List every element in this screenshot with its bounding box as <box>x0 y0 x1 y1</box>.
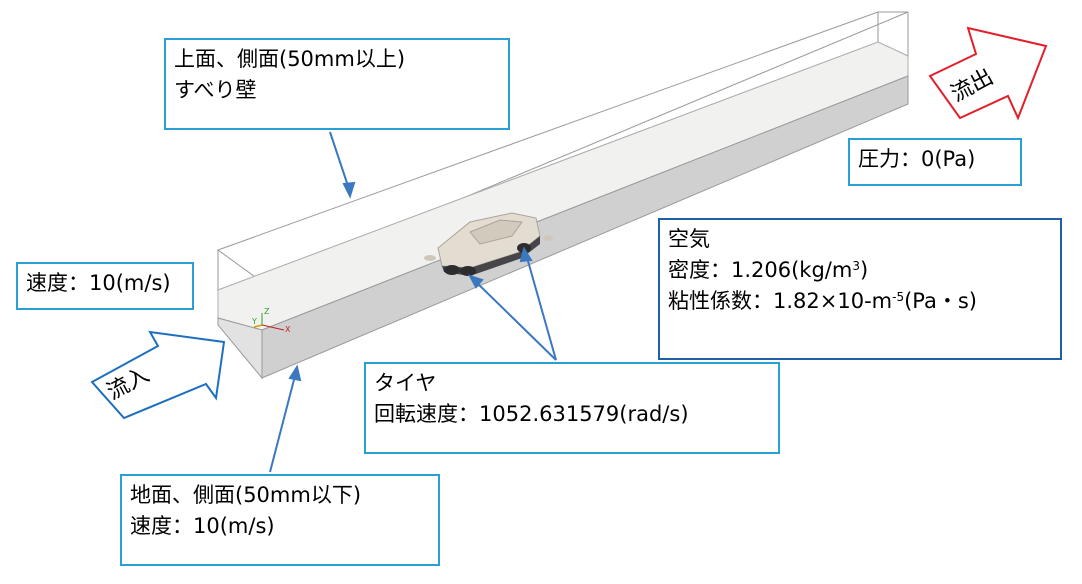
axis-z-label: Z <box>264 307 270 316</box>
outlet-pressure-callout: 圧力：0(Pa) <box>848 138 1022 186</box>
axis-x-label: X <box>285 325 291 334</box>
tire-front-right <box>460 266 476 276</box>
air-properties-callout: 空気 密度：1.206(kg/m3) 粘性係数：1.82×10-m-5(Pa・s… <box>658 218 1062 360</box>
tire-callout: タイヤ 回転速度：1052.631579(rad/s) <box>364 362 780 454</box>
inflow-arrow: 流入 <box>90 330 226 420</box>
ground-side-wall-callout: 地面、側面(50mm以下) 速度：10(m/s) <box>120 474 440 566</box>
tire-front-left <box>444 265 460 275</box>
inlet-velocity-text: 速度：10(m/s) <box>26 271 171 295</box>
axis-y-label: Y <box>251 317 257 326</box>
car-model <box>424 212 553 276</box>
axes-indicator: Z Y X <box>251 307 291 334</box>
air-viscosity: 粘性係数：1.82×10-m-5(Pa・s) <box>668 289 977 313</box>
leader-lines <box>269 131 557 473</box>
tire-title: タイヤ <box>374 371 437 395</box>
inlet-face <box>217 317 263 380</box>
top-side-wall-callout: 上面、側面(50mm以上) すべり壁 <box>164 38 510 130</box>
ground-side-line1: 地面、側面(50mm以下) <box>130 483 362 507</box>
air-density: 密度：1.206(kg/m3) <box>668 258 869 282</box>
outlet-pressure-text: 圧力：0(Pa) <box>858 147 976 171</box>
inlet-velocity-callout: 速度：10(m/s) <box>16 262 194 310</box>
ground-side-line2: 速度：10(m/s) <box>130 514 275 538</box>
outflow-arrow: 流出 <box>928 26 1048 121</box>
top-side-line2: すべり壁 <box>174 78 257 102</box>
top-side-line1: 上面、側面(50mm以上) <box>174 47 406 71</box>
air-title: 空気 <box>668 227 710 251</box>
tire-rotation: 回転速度：1052.631579(rad/s) <box>374 402 689 426</box>
